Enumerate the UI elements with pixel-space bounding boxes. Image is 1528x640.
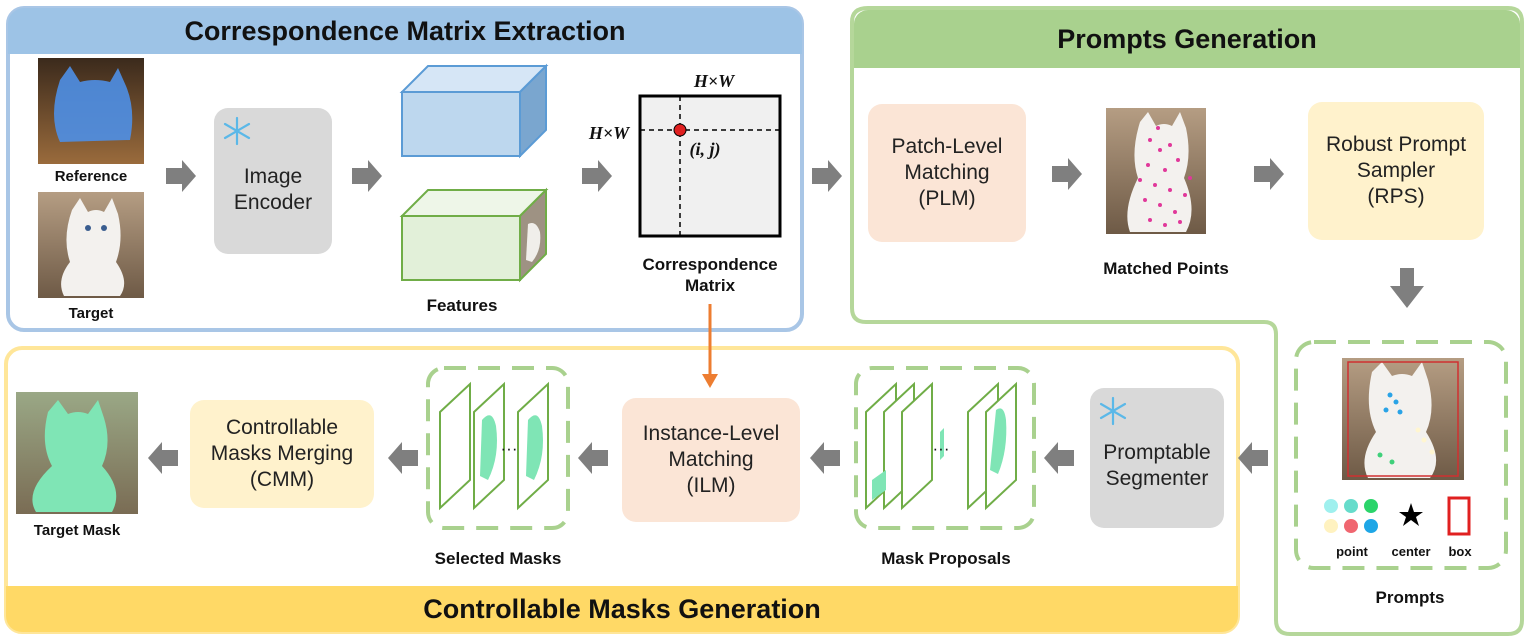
cmm-box: Controllable Masks Merging (CMM) xyxy=(190,400,374,508)
reference-label: Reference xyxy=(54,168,128,185)
target-image xyxy=(38,192,144,298)
target-label: Target xyxy=(68,305,114,322)
features-label: Features xyxy=(426,296,498,315)
image-encoder: Image Encoder xyxy=(233,164,313,214)
prompts-label: Prompts xyxy=(1375,588,1445,607)
legend-point-dots xyxy=(1324,499,1378,533)
selected-masks-ellipsis: ··· xyxy=(500,439,518,458)
target-mask-label: Target Mask xyxy=(33,522,121,539)
hw-left: H×W xyxy=(588,123,630,143)
cmg-title: Controllable Masks Generation xyxy=(423,593,821,624)
legend-point-label: point xyxy=(1336,544,1368,559)
selected-masks-dashed-box xyxy=(426,366,570,530)
mask-proposals-label: Mask Proposals xyxy=(881,549,1011,568)
legend-box-label: box xyxy=(1448,544,1472,559)
cme-header: Correspondence Matrix Extraction xyxy=(8,8,802,54)
snowflake-icon-2 xyxy=(1099,396,1127,426)
prompts-dashed-box xyxy=(1294,340,1508,570)
ilm-box: Instance-Level Matching (ILM) xyxy=(622,398,800,522)
mask-proposals-stack xyxy=(865,381,1017,511)
cmg-footer: Controllable Masks Generation xyxy=(6,586,1238,632)
ij-label: (i, j) xyxy=(689,139,721,159)
rps-box: Robust Prompt Sampler (RPS) xyxy=(1308,102,1484,240)
pg-title: Prompts Generation xyxy=(1057,23,1317,54)
matched-points-image xyxy=(1106,108,1206,234)
image-encoder-box xyxy=(214,108,332,254)
cme-title: Correspondence Matrix Extraction xyxy=(184,15,626,46)
matched-points-label: Matched Points xyxy=(1103,259,1229,278)
cmg-panel xyxy=(4,346,1240,634)
prompts-image xyxy=(1342,358,1464,480)
mask-proposals-dashed-box xyxy=(854,366,1036,530)
legend-center-label: center xyxy=(1391,544,1431,559)
star-icon xyxy=(1399,503,1423,526)
feature-cube-green xyxy=(399,187,549,283)
orange-arrow xyxy=(702,304,718,388)
box-icon xyxy=(1447,496,1471,536)
reference-image xyxy=(38,58,144,164)
hw-top: H×W xyxy=(693,71,735,91)
correspondence-matrix xyxy=(638,94,782,238)
target-mask-image xyxy=(16,392,138,514)
plm-box: Patch-Level Matching (PLM) xyxy=(868,104,1026,242)
snowflake-icon xyxy=(223,116,251,146)
selected-masks-stack xyxy=(439,381,549,511)
corr-matrix-label: Correspondence Matrix xyxy=(642,255,778,296)
selected-masks-label: Selected Masks xyxy=(434,549,562,568)
mask-proposals-ellipsis: ··· xyxy=(932,439,950,458)
flow-arrows xyxy=(148,158,1424,474)
promptable-segmenter: Promptable Segmenter xyxy=(1103,440,1211,490)
pg-header: Prompts Generation xyxy=(854,10,1520,68)
feature-cube-blue xyxy=(399,63,549,159)
promptable-segmenter-box xyxy=(1090,388,1224,528)
